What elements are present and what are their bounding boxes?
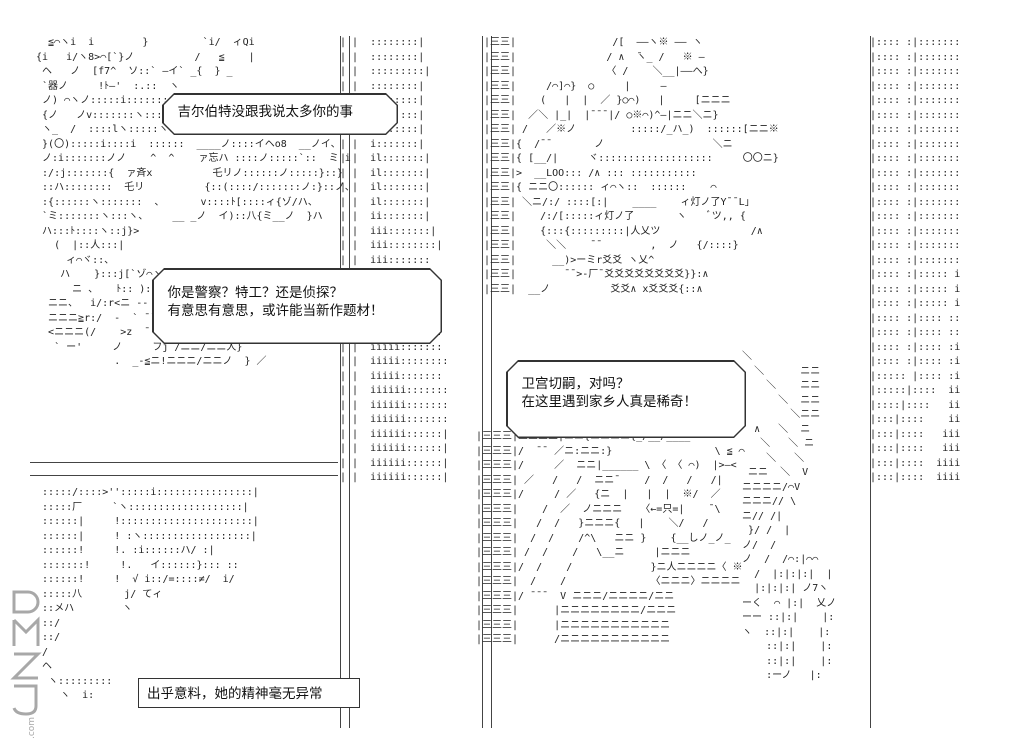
- ascii-art-right-mid: ＼ ＼ ニニ ＼ ニニ ＼ ニニ ＼ニニ ∧ ＼ ニ ＼ ＼ ニ ＼ ＼ ニニ …: [742, 351, 837, 681]
- speech-bubble-3-line-2: 在这里遇到家乡人真是稀奇！: [521, 393, 697, 410]
- speech-bubble-2-line-2: 有意思有意思，或许能当新作题材！: [167, 302, 384, 319]
- panel-divider-horizontal-2: [30, 475, 338, 476]
- panel-divider-mid-2: [491, 36, 492, 728]
- panel-divider-mid: [482, 36, 483, 728]
- panel-divider-left: [340, 36, 341, 728]
- panel-divider-left-2: [349, 36, 350, 728]
- speech-bubble-1: 吉尔伯特没跟我说太多你的事: [162, 93, 398, 135]
- svg-text:.com: .com: [27, 717, 37, 738]
- ascii-art-center-lower: |三三三|三三三三|ニニ{ニニニニ{_/__/____ |三三三|/ ̄ ̄ ／…: [476, 431, 745, 645]
- ascii-art-left-bottom: :::::/::::>'':::::i::::::::::::::::| :::…: [42, 487, 259, 701]
- caption-box: 出乎意料，她的精神毫无异常: [138, 678, 360, 708]
- speech-bubble-3: 卫宫切嗣，对吗？ 在这里遇到家乡人真是稀奇！: [506, 360, 746, 438]
- ascii-art-right-column: |:::: :|::::::: |:::: :|::::::: |:::: :|…: [870, 37, 961, 483]
- dmzj-watermark-logo: .com: [10, 590, 42, 738]
- speech-bubble-2: 你是警察？特工？还是侦探？ 有意思有意思，或许能当新作题材！: [152, 268, 442, 344]
- speech-bubble-2-line-1: 你是警察？特工？还是侦探？: [167, 284, 343, 301]
- ascii-art-center: |三三| /[ ――ヽ※ ―― ヽ |三三| / ∧ ̄ヽ_ / ※ ― |三三…: [484, 37, 779, 295]
- speech-bubble-1-text: 吉尔伯特没跟我说太多你的事: [177, 103, 353, 120]
- panel-divider-horizontal: [30, 462, 338, 463]
- panel-divider-right: [870, 36, 871, 728]
- caption-box-text: 出乎意料，她的精神毫无异常: [147, 686, 323, 702]
- speech-bubble-3-line-1: 卫宫切嗣，对吗？: [521, 375, 630, 392]
